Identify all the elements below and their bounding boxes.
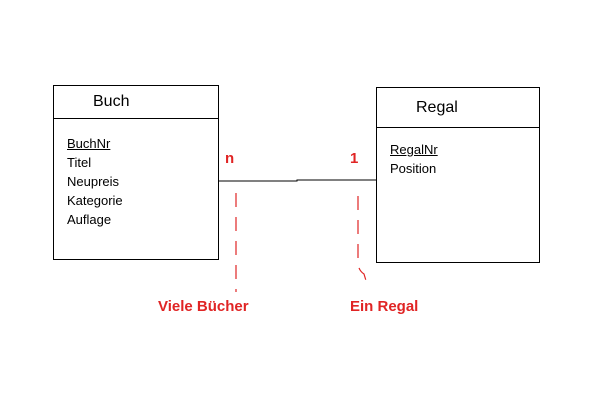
attribute-buchnr: BuchNr — [67, 136, 111, 151]
entity-buch-header — [54, 86, 218, 119]
annotation-viele-buecher: Viele Bücher — [158, 298, 249, 315]
attribute-regalnr: RegalNr — [390, 142, 438, 157]
annotation-ein-regal: Ein Regal — [350, 298, 419, 315]
attribute-auflage: Auflage — [67, 212, 112, 227]
attribute-kategorie: Kategorie — [67, 193, 123, 208]
cardinality-buch: n — [225, 150, 235, 167]
relationship-line — [219, 179, 376, 182]
entity-regal-attributes: RegalNr Position — [390, 140, 438, 178]
entity-buch-attributes: BuchNr Titel Neupreis Kategorie Auflage — [67, 134, 123, 229]
entity-buch: Buch BuchNr Titel Neupreis Kategorie Auf… — [53, 85, 219, 260]
entity-regal-header — [377, 88, 539, 128]
entity-regal: Regal RegalNr Position — [376, 87, 540, 263]
attribute-neupreis: Neupreis — [67, 174, 120, 189]
cardinality-regal: 1 — [350, 150, 359, 167]
attribute-position: Position — [390, 161, 437, 176]
dashed-pointer-regal — [357, 196, 368, 285]
entity-regal-title: Regal — [416, 99, 458, 116]
entity-buch-title: Buch — [93, 93, 130, 110]
attribute-titel: Titel — [67, 155, 92, 170]
